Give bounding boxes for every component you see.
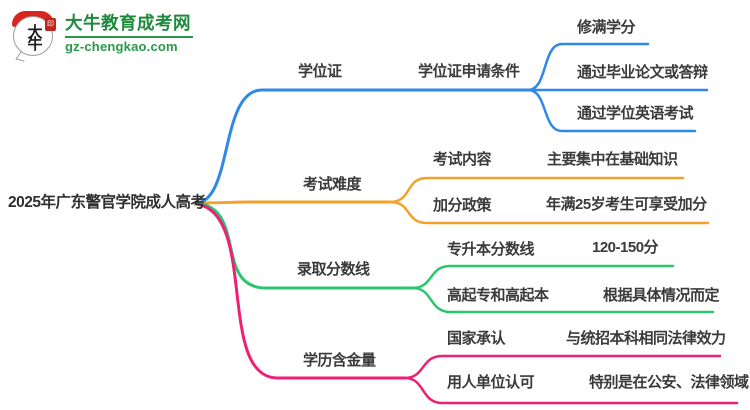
node-complete-credits: 修满学分 — [577, 19, 636, 36]
node-public-security-law-fields: 特别是在公安、法律领域 — [589, 374, 749, 391]
node-age-25-bonus: 年满25岁考生可享受加分 — [546, 196, 707, 213]
site-domain: gz-chengkao.com — [65, 39, 178, 54]
node-exam-content: 考试内容 — [433, 151, 492, 168]
branch-line-state-recognized — [403, 354, 722, 380]
node-pass-thesis-defense: 通过毕业论文或答辩 — [577, 64, 708, 81]
node-employer-recognized: 用人单位认可 — [447, 374, 535, 391]
branch-line-diploma-value-main — [195, 202, 407, 380]
logo-divider — [65, 36, 193, 38]
logo-text-block: 大牛教育成考网 gz-chengkao.com — [65, 10, 193, 54]
branch-line-zhuanshengben-score — [411, 264, 675, 290]
node-state-recognized: 国家承认 — [447, 330, 506, 347]
branch-line-bonus-policy — [388, 200, 710, 225]
node-bonus-points-policy: 加分政策 — [433, 197, 492, 214]
node-admission-score-line: 录取分数线 — [297, 261, 370, 278]
node-gaoqizhuan-gaoqiben: 高起专和高起本 — [447, 287, 549, 304]
node-pass-degree-english-exam: 通过学位英语考试 — [577, 105, 694, 122]
node-same-legal-effect: 与统招本科相同法律效力 — [566, 330, 726, 347]
branch-line-pass-degree-english — [526, 88, 697, 133]
site-logo: 大牛 印 大牛教育成考网 gz-chengkao.com — [12, 10, 193, 62]
node-diploma-value: 学历含金量 — [303, 352, 376, 369]
branch-line-degree-cert-main — [195, 88, 530, 205]
branch-line-exam-difficulty-main — [195, 200, 392, 205]
site-name: 大牛教育成考网 — [65, 13, 191, 33]
node-focus-basic-knowledge: 主要集中在基础知识 — [547, 151, 678, 168]
node-degree-application-conditions: 学位证申请条件 — [418, 63, 520, 80]
node-score-120-150: 120-150分 — [592, 239, 659, 256]
seal-icon: 印 — [45, 18, 56, 31]
node-depends-on-situation: 根据具体情况而定 — [603, 287, 720, 304]
node-degree-certificate: 学位证 — [298, 63, 342, 80]
branch-line-employer-recognized — [403, 376, 739, 405]
node-zhuanshengben-score: 专升本分数线 — [447, 241, 535, 258]
branch-line-gaoqi-score — [411, 286, 715, 314]
root-node: 2025年广东警官学院成人高考 — [8, 194, 206, 211]
branch-line-exam-content — [388, 176, 685, 204]
branch-line-complete-credits — [526, 42, 650, 92]
daniu-logo-icon: 大牛 印 — [12, 10, 58, 62]
node-exam-difficulty: 考试难度 — [303, 176, 362, 193]
